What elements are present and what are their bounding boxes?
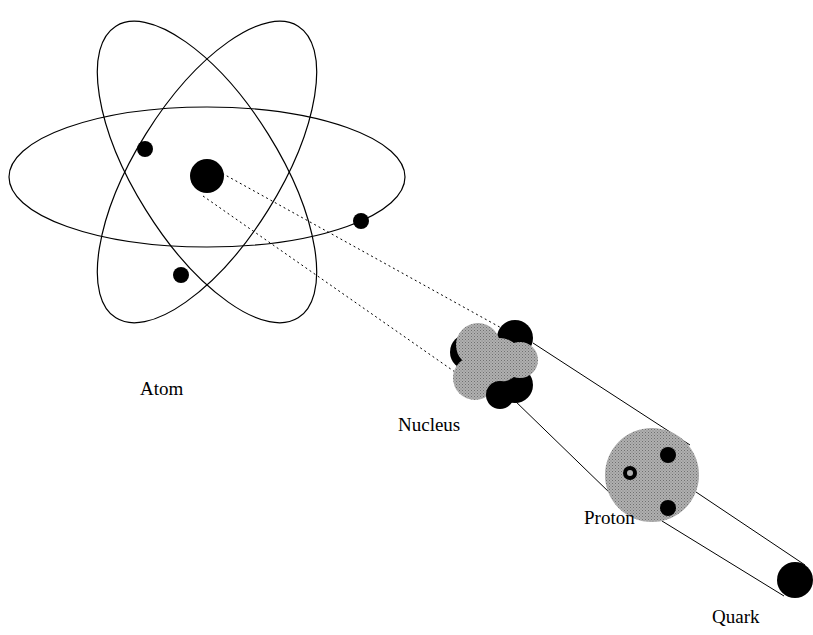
part-label: Atom [140,378,183,401]
quark-figure [777,562,813,598]
atom-nucleus [190,159,224,193]
part-label: Nucleus [398,414,460,437]
zoom-lines [512,343,805,596]
zoom-lines [203,171,505,372]
part-label: Quark [712,606,759,629]
nucleus-cluster [450,320,538,409]
electron-orbits [9,0,405,356]
part-label: Proton [584,507,635,530]
electrons [137,141,369,283]
